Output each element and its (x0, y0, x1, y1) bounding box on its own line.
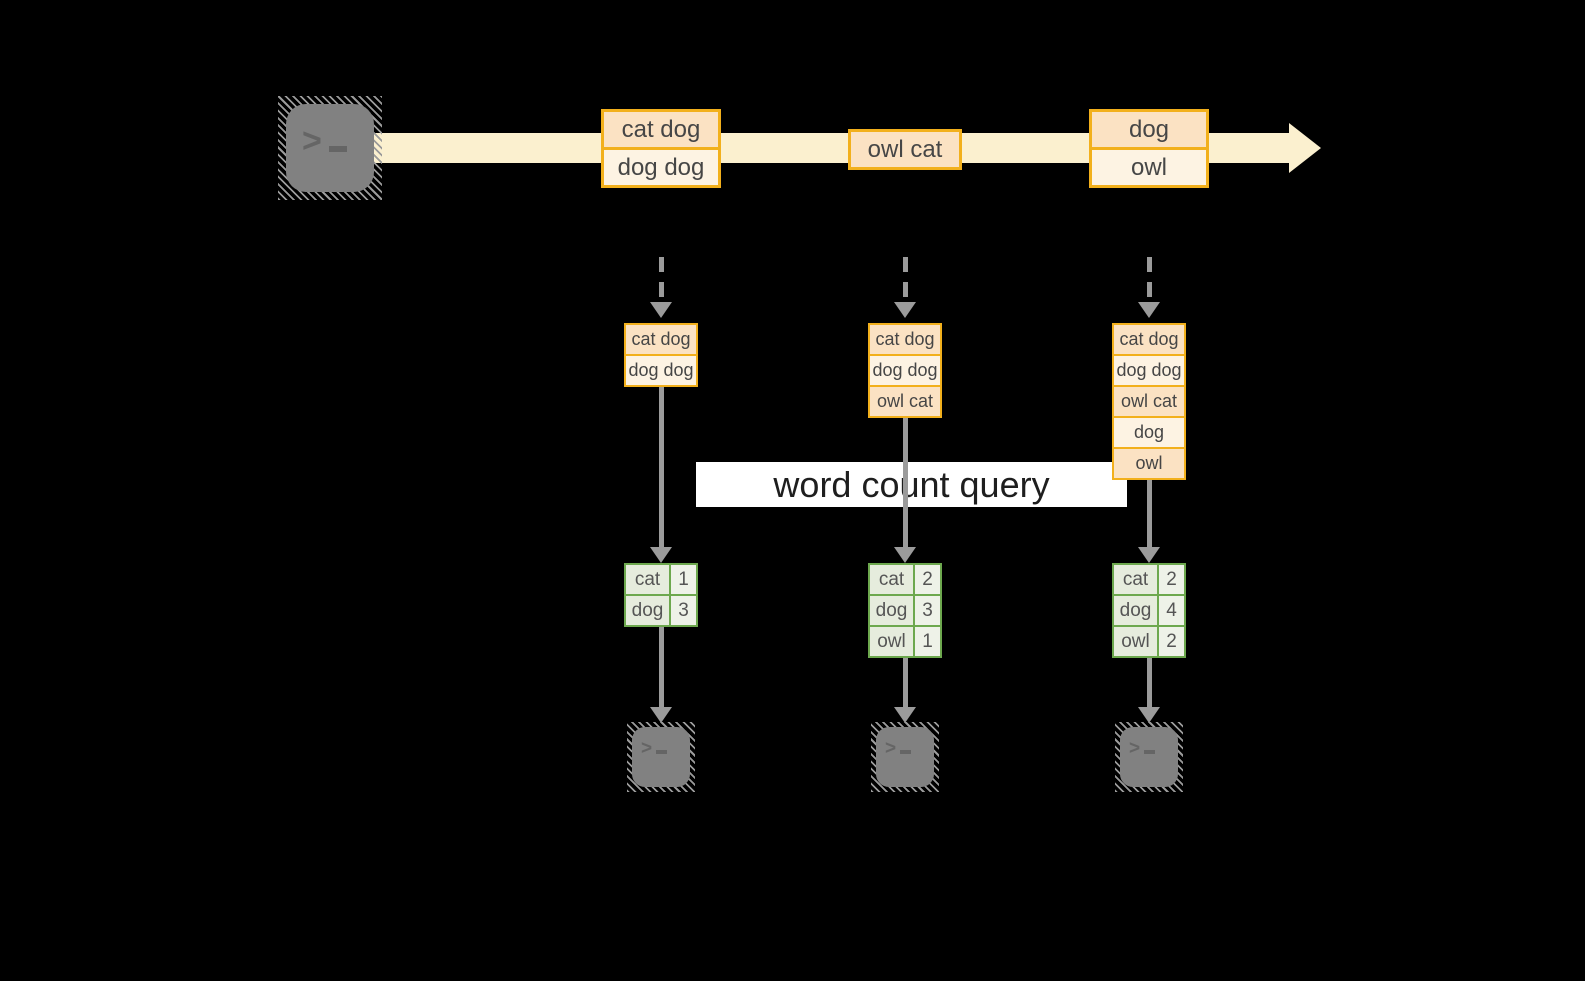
buffer-row: cat dog (870, 325, 940, 354)
stream-message-row: owl (1092, 147, 1206, 185)
word-cell: owl (870, 627, 915, 656)
stream-message-row: cat dog (604, 112, 718, 147)
word-cell: cat (870, 565, 915, 594)
stream-message-row: dog dog (604, 147, 718, 185)
terminal-prompt-icon: > (885, 739, 912, 758)
arrow-down-icon (650, 547, 672, 563)
arrow-down-icon (1138, 707, 1160, 723)
count-cell: 3 (915, 596, 940, 625)
buffer-to-table-arrow (1146, 480, 1152, 547)
terminal-icon: > (876, 727, 934, 787)
buffer-row: cat dog (1114, 325, 1184, 354)
stream-arrow-head (1289, 123, 1321, 173)
stream-to-buffer-dashed-arrow (1146, 257, 1152, 301)
table-to-sink-arrow (658, 627, 664, 707)
stream-message-row: dog (1092, 112, 1206, 147)
count-cell: 2 (915, 565, 940, 594)
output-terminal-icon: > (627, 722, 695, 792)
arrow-down-icon (1138, 547, 1160, 563)
count-cell: 2 (1159, 627, 1184, 656)
buffer-row: dog dog (1114, 354, 1184, 385)
word-cell: dog (1114, 596, 1159, 625)
terminal-prompt-icon: > (302, 124, 347, 158)
arrow-down-icon (650, 707, 672, 723)
buffer-row: owl (1114, 447, 1184, 478)
count-cell: 1 (671, 565, 696, 594)
word-cell: cat (1114, 565, 1159, 594)
terminal-prompt-icon: > (641, 739, 668, 758)
buffer-row: owl cat (870, 385, 940, 416)
output-terminal-icon: > (1115, 722, 1183, 792)
terminal-icon: > (286, 104, 374, 192)
buffer-row: dog (1114, 416, 1184, 447)
stream-message-box: owl cat (848, 129, 962, 170)
query-banner-label: word count query (773, 463, 1050, 505)
word-cell: dog (626, 596, 671, 625)
arrow-down-icon (894, 707, 916, 723)
stream-to-buffer-dashed-arrow (902, 257, 908, 301)
terminal-icon: > (1120, 727, 1178, 787)
stream-message-row: owl cat (851, 132, 959, 167)
output-terminal-icon: > (871, 722, 939, 792)
arrow-down-icon (650, 302, 672, 318)
count-cell: 1 (915, 627, 940, 656)
buffer-row: cat dog (626, 325, 696, 354)
word-cell: owl (1114, 627, 1159, 656)
buffer-row: dog dog (870, 354, 940, 385)
word-cell: dog (870, 596, 915, 625)
buffer-to-table-arrow (902, 418, 908, 547)
count-cell: 4 (1159, 596, 1184, 625)
arrow-down-icon (894, 302, 916, 318)
table-to-sink-arrow (902, 658, 908, 707)
terminal-icon: > (632, 727, 690, 787)
stream-source-terminal-icon: > (278, 96, 382, 200)
arrow-down-icon (894, 547, 916, 563)
terminal-prompt-icon: > (1129, 739, 1156, 758)
query-banner: word count query (696, 462, 1127, 507)
buffer-row: dog dog (626, 354, 696, 385)
count-cell: 2 (1159, 565, 1184, 594)
count-cell: 3 (671, 596, 696, 625)
table-to-sink-arrow (1146, 658, 1152, 707)
buffer-to-table-arrow (658, 387, 664, 547)
arrow-down-icon (1138, 302, 1160, 318)
buffer-row: owl cat (1114, 385, 1184, 416)
stream-to-buffer-dashed-arrow (658, 257, 664, 301)
word-cell: cat (626, 565, 671, 594)
